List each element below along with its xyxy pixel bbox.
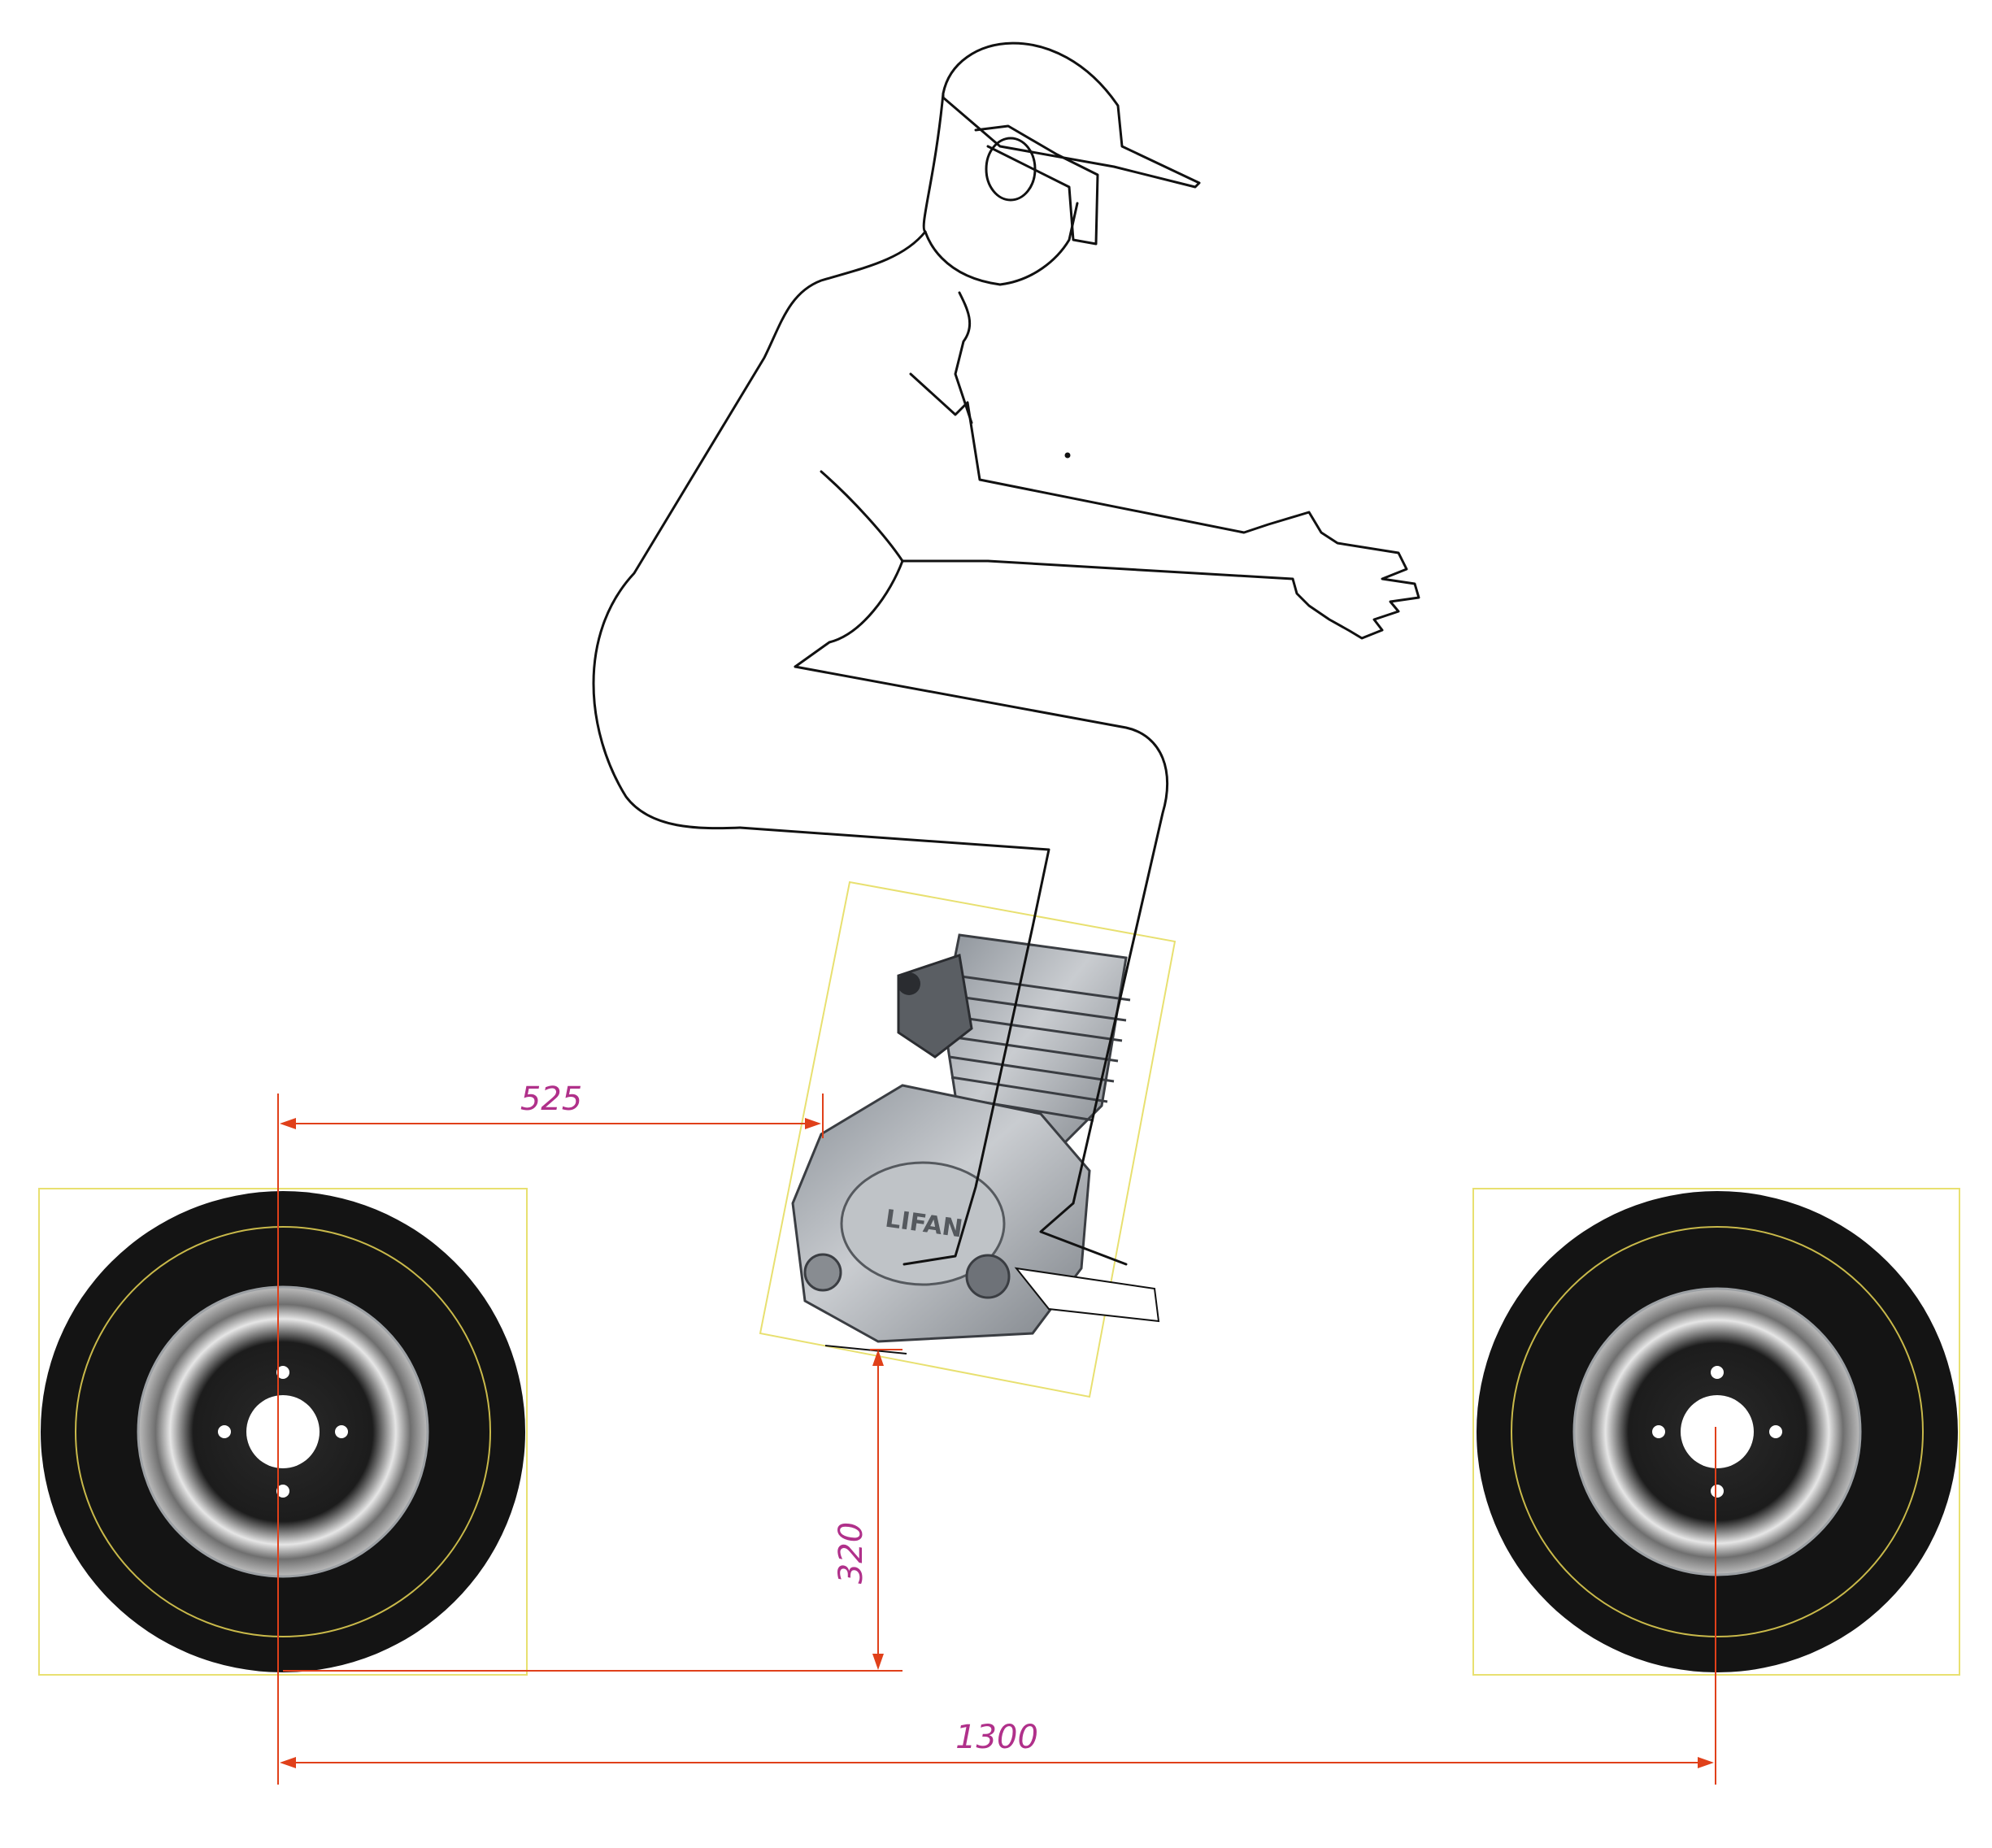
engine-cooling-fins — [949, 974, 1131, 1122]
rider-thigh-icon — [794, 665, 1169, 1205]
dim-320-label: 320 — [833, 1522, 870, 1584]
engine-clutch-cover — [840, 1161, 1006, 1286]
dim-525-label: 525 — [520, 1081, 582, 1118]
engine-sprocket — [965, 1254, 1011, 1299]
engine-bottom-mount — [824, 1345, 907, 1354]
rider-lower-leg-icon — [1039, 1202, 1128, 1266]
rear-hub — [1681, 1395, 1754, 1468]
rider-seat-thigh-icon — [738, 826, 1050, 1266]
rider-upper-arm-icon — [909, 372, 1420, 640]
dim-1300-arrow-left — [280, 1757, 296, 1768]
rider-chest-icon — [794, 559, 904, 668]
engine-gear-pedal — [1014, 1267, 1160, 1323]
front-wheel — [38, 1188, 528, 1676]
dimension-525: 525 — [277, 1081, 824, 1785]
rear-lug-hole — [1711, 1485, 1724, 1498]
rider-neck-back-icon — [954, 291, 973, 424]
rear-lug-hole — [1711, 1366, 1724, 1379]
rear-lug-hole — [1652, 1425, 1665, 1438]
dim-320-arrow-bottom — [872, 1654, 884, 1670]
rear-wheel — [1472, 1188, 1960, 1676]
dim-525-arrow-right — [805, 1118, 821, 1129]
engine-bounding-box — [759, 881, 1176, 1398]
rear-tire-tread-ring — [1511, 1226, 1924, 1637]
front-lug-hole — [276, 1485, 289, 1498]
dim-1300-arrow-right — [1698, 1757, 1714, 1768]
front-tire-tread-ring — [75, 1226, 491, 1637]
front-lug-hole — [218, 1425, 231, 1438]
rider-head-icon — [922, 92, 1079, 286]
dimension-320: 320 — [283, 1349, 902, 1672]
engine-intake — [898, 972, 920, 995]
engine-flywheel-cap — [803, 1253, 842, 1292]
dimension-1300: 1300 — [280, 1427, 1716, 1785]
rider-hand-dot-icon — [1064, 452, 1071, 459]
rider-outline — [592, 41, 1420, 1266]
dim-1300-label: 1300 — [955, 1719, 1038, 1756]
rider-torso-icon — [592, 230, 927, 830]
rider-forearm-icon — [820, 470, 989, 563]
rider-glasses-icon — [974, 124, 1099, 246]
front-hub — [246, 1395, 320, 1468]
front-lug-hole — [335, 1425, 348, 1438]
rear-lug-hole — [1769, 1425, 1782, 1438]
engine: LIFAN — [759, 881, 1176, 1398]
front-lug-hole — [276, 1366, 289, 1379]
dim-525-arrow-left — [280, 1118, 296, 1129]
front-wheel-bounding-box — [38, 1188, 528, 1676]
dim-320-arrow-top — [872, 1350, 884, 1366]
rider-cap-icon — [942, 41, 1201, 189]
